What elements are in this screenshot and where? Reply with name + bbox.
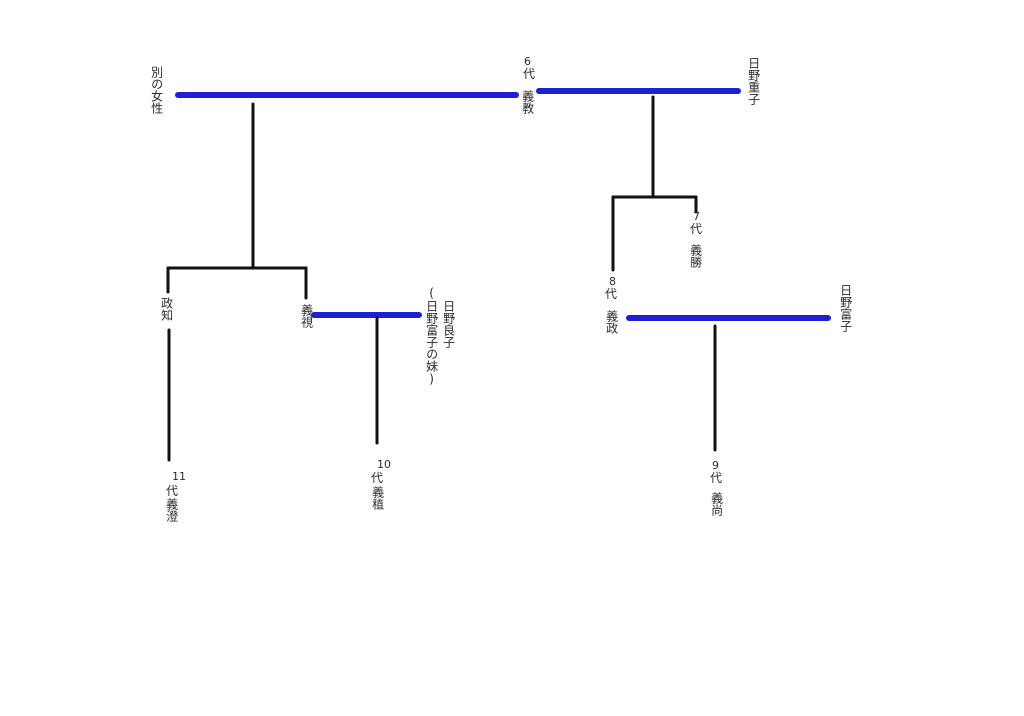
label-yoshizumi-number: 11	[172, 470, 186, 483]
label-hino-yoshiko-note: (日野富子の妹)	[424, 286, 439, 386]
label-yoshimasa-generation: 代	[605, 287, 618, 301]
label-yoshimasa: 義政	[604, 310, 619, 334]
label-yoshikatsu-generation: 代	[690, 222, 703, 236]
label-yoshihisa: 義尚	[709, 492, 724, 516]
label-yoshinori-generation: 代	[523, 67, 536, 81]
label-yoshihisa-number: 9	[712, 459, 719, 472]
label-yoshimi: 義視	[299, 304, 314, 328]
label-hino-shigeko: 日野重子	[746, 57, 761, 105]
label-yoshitane-number: 10	[377, 458, 391, 471]
label-yoshikatsu: 義勝	[688, 244, 703, 268]
label-yoshikatsu-number: 7	[693, 210, 700, 223]
label-yoshitane: 義稙	[370, 486, 385, 510]
label-yoshinori-number: 6	[524, 55, 531, 68]
label-hino-yoshiko: 日野良子	[441, 300, 456, 348]
label-other-woman: 別の女性	[149, 66, 164, 114]
label-masatomo: 政知	[159, 297, 174, 321]
label-yoshinori: 義教	[520, 90, 535, 114]
label-yoshitane-generation: 代	[371, 471, 384, 485]
label-hino-tomiko: 日野富子	[838, 284, 853, 332]
label-yoshizumi-generation: 代	[166, 484, 179, 498]
label-yoshihisa-generation: 代	[710, 471, 723, 485]
label-yoshimasa-number: 8	[609, 275, 616, 288]
label-yoshizumi: 義澄	[164, 498, 179, 522]
